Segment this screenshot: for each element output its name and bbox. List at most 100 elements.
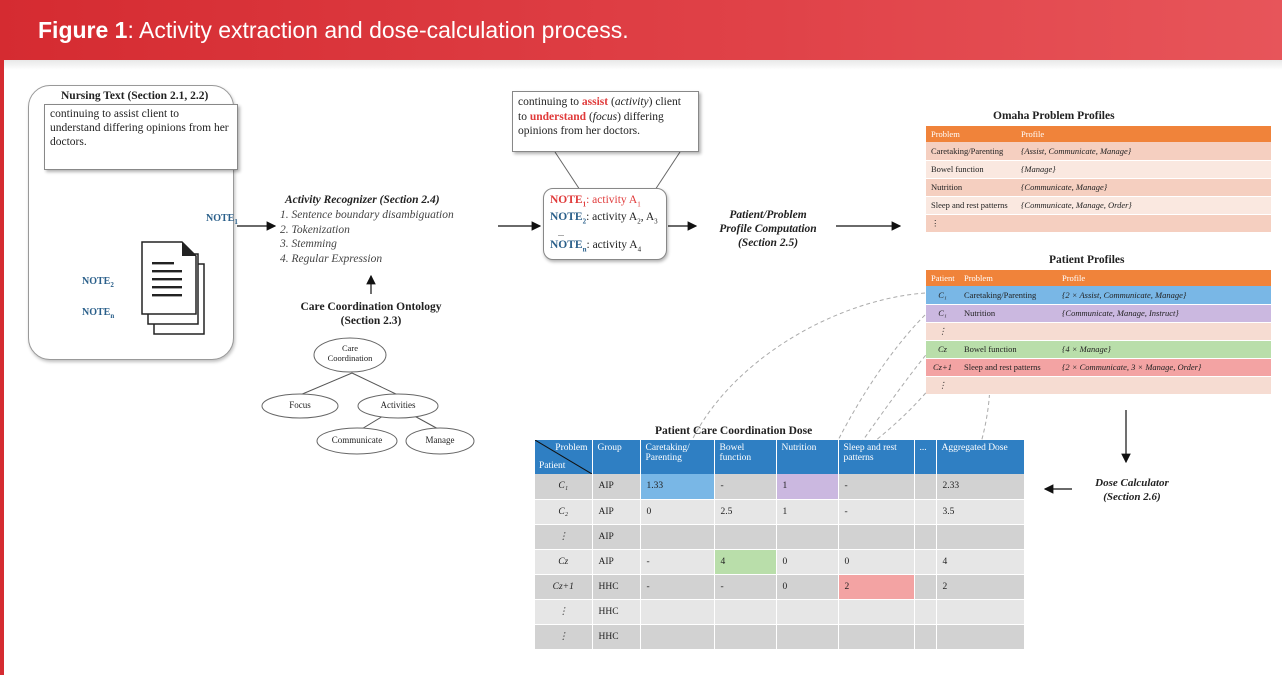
dose-cell: Cz (535, 549, 593, 575)
dose-header-patient: Patient (539, 461, 566, 471)
profile-computation-line: Patient/Problem (729, 209, 807, 221)
omaha-cell: {Communicate, Manage} (1016, 178, 1271, 197)
dose-row: ⋮HHC (535, 599, 1025, 625)
tree-node-activities (357, 393, 439, 419)
assist-highlight: assist (581, 96, 609, 108)
dose-cell (936, 524, 1025, 550)
dose-cell: HHC (592, 624, 641, 650)
tree-label-communicate: Communicate (331, 435, 383, 445)
profiles-cell: Cz+1 (926, 358, 959, 377)
recognizer-step: 1. Sentence boundary disambiguation (280, 209, 454, 221)
activity-recognizer-steps: 1. Sentence boundary disambiguation 2. T… (280, 208, 454, 266)
dose-cell: ⋮ (535, 599, 593, 625)
note-2-label: NOTE2 (82, 276, 114, 289)
dose-cell (714, 524, 777, 550)
dose-cell (776, 624, 839, 650)
dose-table: Problem Patient Group Caretaking/ Parent… (535, 440, 1025, 650)
dose-cell: - (714, 474, 777, 500)
dose-calculator-label: Dose Calculator (Section 2.6) (1078, 476, 1186, 504)
activity-recognizer-title: Activity Recognizer (Section 2.4) (285, 194, 440, 206)
dose-cell (776, 599, 839, 625)
omaha-title: Omaha Problem Profiles (993, 110, 1115, 122)
dose-cell: 4 (714, 549, 777, 575)
left-rule (0, 60, 4, 675)
dose-cell: 1.33 (640, 474, 715, 500)
dose-calculator-line: (Section 2.6) (1103, 491, 1161, 503)
profiles-cell: {2 × Communicate, 3 × Manage, Order} (1057, 358, 1271, 377)
profiles-header-problem: Problem (959, 270, 1057, 286)
note-1-label: NOTE1 (206, 213, 238, 226)
dose-cell: 2 (838, 574, 915, 600)
omaha-cell: {Manage} (1016, 160, 1271, 179)
dose-cell: HHC (592, 599, 641, 625)
omaha-row: Nutrition{Communicate, Manage} (926, 178, 1271, 197)
annotation-pointer-left (554, 151, 581, 191)
note-result-n: NOTEn: activity A4 (550, 238, 642, 253)
profiles-cell: C₁ (926, 286, 959, 305)
dose-header-group: Group (592, 440, 641, 474)
dose-header-ellipsis: ... (914, 440, 937, 474)
profiles-row: ⋮ (926, 376, 1271, 395)
annotation-pointer-right (654, 151, 681, 191)
dose-header-problem: Problem (555, 443, 588, 453)
dose-cell: ⋮ (535, 624, 593, 650)
document-stack-icon (141, 241, 205, 335)
profiles-header-profile: Profile (1057, 270, 1271, 286)
dose-table-title: Patient Care Coordination Dose (655, 425, 813, 437)
profiles-cell (959, 376, 1057, 395)
omaha-cell: Caretaking/Parenting (926, 142, 1016, 161)
note-result-2: NOTE2: activity A2, A3 (550, 211, 658, 226)
dose-cell: HHC (592, 574, 641, 600)
recognizer-step: 3. Stemming (280, 238, 337, 250)
omaha-cell: Bowel function (926, 160, 1016, 179)
dose-cell: Cz+1 (535, 574, 593, 600)
dose-cell: AIP (592, 524, 641, 550)
dose-cell: ⋮ (535, 524, 593, 550)
figure-caption: Figure 1: Activity extraction and dose-c… (38, 17, 629, 44)
dose-cell: 0 (776, 574, 839, 600)
profiles-cell: Bowel function (959, 340, 1057, 359)
annotated-text-callout: continuing to assist (activity) client t… (512, 91, 699, 152)
tree-label-root: Care Coordination (327, 343, 373, 363)
profile-computation-line: Profile Computation (719, 223, 817, 235)
note-result-1: NOTE1: activity A1 (550, 194, 641, 209)
dose-cell: 1 (776, 499, 839, 525)
omaha-row: Bowel function{Manage} (926, 160, 1271, 179)
dose-row: ⋮AIP (535, 524, 1025, 550)
omaha-header-profile: Profile (1016, 126, 1271, 142)
dose-cell (640, 599, 715, 625)
profiles-cell: ⋮ (926, 322, 959, 341)
profiles-cell: {Communicate, Manage, Instruct} (1057, 304, 1271, 323)
dose-cell: AIP (592, 499, 641, 525)
dose-cell: 2 (936, 574, 1025, 600)
tree-node-focus (261, 393, 339, 419)
dose-cell (914, 499, 937, 525)
tree-node-communicate (316, 427, 398, 455)
dose-cell: 2.33 (936, 474, 1025, 500)
dose-cell (838, 624, 915, 650)
dose-header-nutrition: Nutrition (776, 440, 839, 474)
dose-cell (838, 524, 915, 550)
profiles-cell: {4 × Manage} (1057, 340, 1271, 359)
dose-cell: 4 (936, 549, 1025, 575)
ontology-title-text: Care Coordination Ontology (300, 301, 442, 313)
dose-cell: C₁ (535, 474, 593, 500)
profile-computation-line: (Section 2.5) (737, 237, 799, 249)
dose-cell (776, 524, 839, 550)
omaha-cell: ⋮ (926, 214, 1016, 233)
tree-label-focus: Focus (289, 400, 311, 410)
recognizer-step: 4. Regular Expression (280, 252, 383, 265)
dose-cell: 0 (776, 549, 839, 575)
profiles-cell: C₁ (926, 304, 959, 323)
dose-cell: C₂ (535, 499, 593, 525)
dose-calculator-line: Dose Calculator (1095, 477, 1169, 489)
dose-cell: - (640, 549, 715, 575)
dose-cell (914, 574, 937, 600)
dose-cell (714, 599, 777, 625)
banner-shadow (4, 60, 1282, 70)
dose-cell: - (838, 499, 915, 525)
tree-edge-focus (299, 372, 353, 396)
